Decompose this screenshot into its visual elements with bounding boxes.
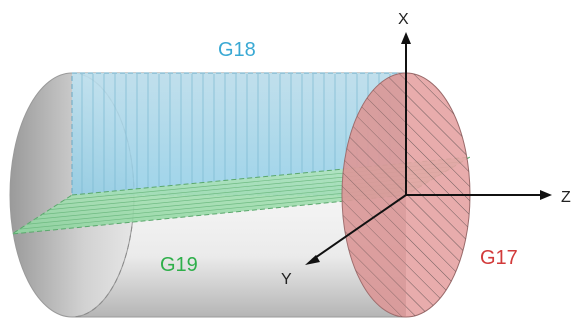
y-axis-line (311, 194, 407, 261)
y-axis-label: Y (281, 271, 292, 288)
x-axis-arrow (401, 32, 411, 44)
y-axis-arrow (305, 255, 320, 265)
z-axis-label: Z (561, 189, 571, 206)
g19-label: G19 (160, 254, 198, 276)
x-axis-label: X (398, 11, 409, 28)
z-axis-arrow (540, 190, 552, 200)
g18-label: G18 (218, 39, 256, 61)
g17-label: G17 (480, 247, 518, 269)
axes (305, 32, 552, 265)
